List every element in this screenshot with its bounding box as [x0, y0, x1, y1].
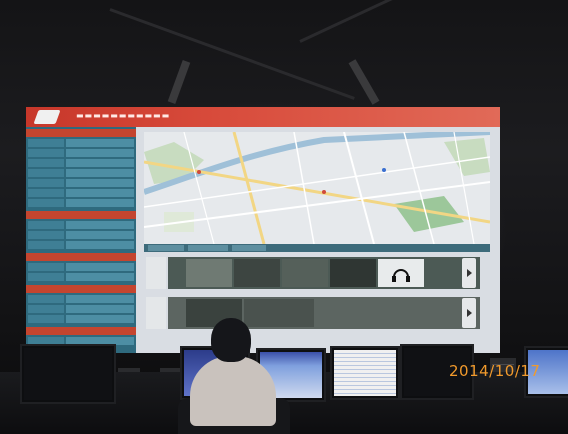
video-strip	[168, 257, 480, 289]
info-row	[28, 189, 134, 197]
info-row	[28, 295, 134, 303]
video-strip	[168, 297, 480, 329]
info-row	[28, 221, 134, 229]
info-row	[28, 241, 134, 249]
info-row	[28, 263, 134, 271]
video-strip-label	[146, 257, 166, 289]
info-row	[28, 159, 134, 167]
panel-section-header	[26, 285, 136, 293]
video-strip-label	[146, 297, 166, 329]
map-toolbar	[144, 244, 490, 252]
system-logo	[33, 110, 61, 124]
map-streets	[144, 132, 490, 244]
info-row	[28, 337, 134, 345]
photo-timestamp: 2014/10/17	[449, 362, 541, 380]
info-row	[28, 169, 134, 177]
info-row	[28, 315, 134, 323]
map-tab	[188, 245, 228, 251]
case-info-panel	[26, 127, 136, 353]
panel-section-header	[26, 211, 136, 219]
ceiling-light	[167, 59, 191, 105]
camera-thumbnail	[282, 259, 328, 287]
info-row	[28, 179, 134, 187]
system-title-bar: ▬▬▬▬▬▬▬▬▬▬▬	[26, 107, 500, 127]
panel-section-header	[26, 327, 136, 335]
ceiling-beam	[109, 8, 355, 100]
operator-body	[190, 356, 276, 426]
headphones-icon	[392, 269, 410, 282]
camera-thumbnail	[330, 259, 376, 287]
camera-thumbnail	[244, 299, 314, 327]
right-arrow-icon	[462, 298, 476, 328]
info-row	[28, 273, 134, 281]
desk-monitor	[20, 344, 116, 404]
map-tab	[232, 245, 266, 251]
city-map	[144, 132, 490, 244]
camera-thumbnail	[378, 259, 424, 287]
ceiling-beam	[299, 0, 528, 43]
operator-head	[211, 318, 251, 362]
desk-monitor	[330, 346, 400, 400]
camera-thumbnail	[234, 259, 280, 287]
info-row	[28, 139, 134, 147]
info-row	[28, 149, 134, 157]
info-row	[28, 199, 134, 207]
info-row	[28, 231, 134, 239]
panel-section-header	[26, 129, 136, 137]
right-arrow-icon	[462, 258, 476, 288]
info-row	[28, 305, 134, 313]
video-wall: ▬▬▬▬▬▬▬▬▬▬▬	[26, 107, 500, 353]
panel-section-header	[26, 253, 136, 261]
camera-thumbnail	[186, 259, 232, 287]
desk-monitor	[400, 344, 474, 400]
system-title-blurred: ▬▬▬▬▬▬▬▬▬▬▬	[76, 111, 171, 120]
desk-monitor	[524, 346, 568, 398]
map-tab	[148, 245, 184, 251]
